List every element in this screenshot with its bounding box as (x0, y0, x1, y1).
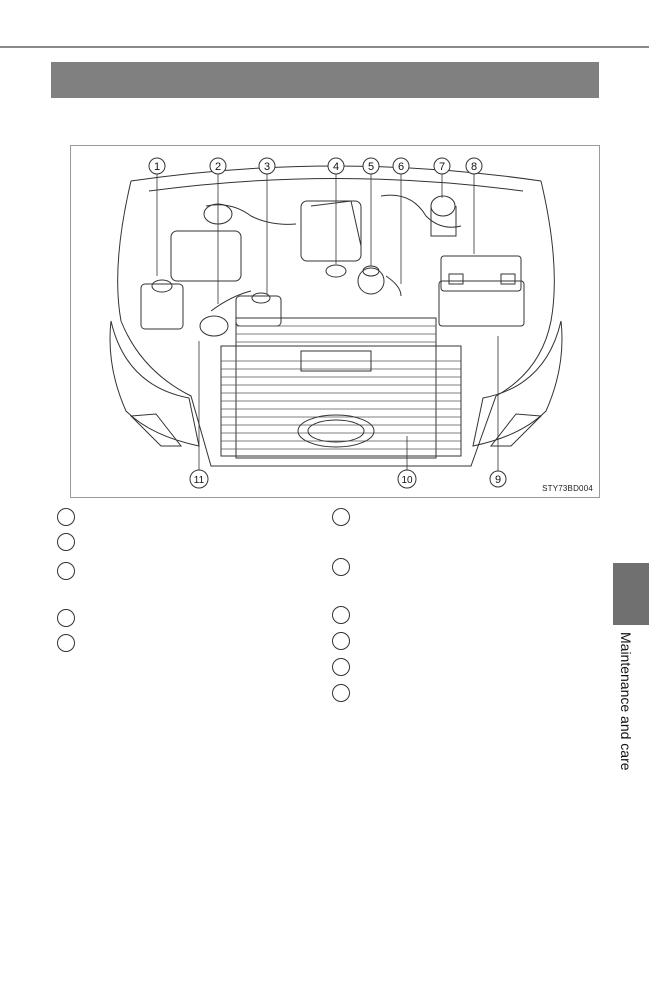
legend-marker-2 (57, 533, 75, 551)
engine-compartment-figure: 1 2 3 4 5 6 7 (70, 145, 600, 498)
legend-marker-4 (57, 609, 75, 627)
callout-5: 5 (362, 157, 380, 175)
callout-9-label: 9 (495, 474, 501, 486)
chapter-label-text: Maintenance and care (618, 632, 634, 771)
legend-marker-10 (332, 658, 350, 676)
callout-2: 2 (209, 157, 227, 175)
section-title-bar (51, 62, 599, 98)
legend-marker-3 (57, 562, 75, 580)
callout-6: 6 (392, 157, 410, 175)
callout-11-label: 11 (194, 475, 205, 486)
callout-2-label: 2 (215, 161, 221, 173)
callout-7-label: 7 (439, 161, 445, 173)
callout-4: 4 (327, 157, 345, 175)
chapter-tab (613, 563, 649, 625)
callout-8: 8 (465, 157, 483, 175)
callout-7: 7 (433, 157, 451, 175)
figure-code: STY73BD004 (542, 484, 593, 493)
callout-8-label: 8 (471, 161, 477, 173)
callout-1: 1 (148, 157, 166, 175)
legend-marker-11 (332, 684, 350, 702)
top-rule (0, 46, 649, 48)
callout-6-label: 6 (398, 161, 404, 173)
callout-4-label: 4 (333, 161, 339, 173)
legend-marker-9 (332, 632, 350, 650)
callout-3: 3 (258, 157, 276, 175)
legend-marker-8 (332, 606, 350, 624)
legend-marker-6 (332, 508, 350, 526)
chapter-label: Maintenance and care (618, 632, 638, 792)
legend-marker-1 (57, 508, 75, 526)
callout-1-label: 1 (154, 161, 160, 173)
legend-marker-5 (57, 634, 75, 652)
callout-10-label: 10 (401, 475, 413, 486)
callout-11: 11 (189, 469, 209, 489)
callout-5-label: 5 (368, 161, 374, 173)
callout-3-label: 3 (264, 161, 270, 173)
callout-10: 10 (397, 469, 417, 489)
legend-marker-7 (332, 558, 350, 576)
engine-compartment-illustration: 1 2 3 4 5 6 7 (109, 157, 563, 489)
callout-9: 9 (489, 470, 507, 488)
